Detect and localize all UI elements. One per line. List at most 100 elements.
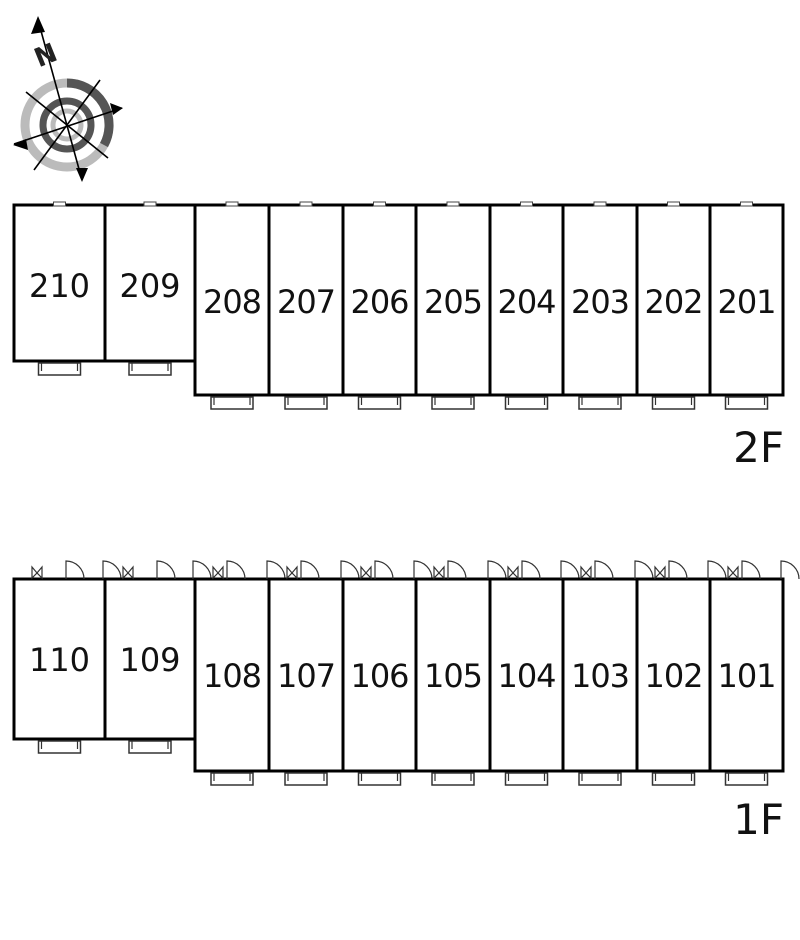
door-icon: [521, 560, 541, 580]
unit-109: 109: [103, 560, 212, 754]
room-number-206: 206: [350, 283, 408, 321]
unit-209: 209: [103, 201, 197, 376]
room-number-201: 201: [717, 283, 775, 321]
door-icon: [192, 560, 212, 580]
unit-107: 107: [267, 560, 360, 786]
window-marker: [299, 201, 313, 207]
balcony: [504, 772, 549, 786]
room-number-108: 108: [203, 657, 261, 695]
door-icon: [413, 560, 433, 580]
door-icon: [266, 560, 286, 580]
balcony: [431, 772, 475, 786]
window-marker: [667, 201, 680, 207]
unit-206: 206: [341, 201, 418, 410]
meter-icon: [727, 565, 739, 580]
unit-outline: [708, 577, 785, 773]
unit-204: 204: [488, 201, 565, 410]
meter-icon: [122, 565, 134, 580]
meter-icon: [580, 565, 592, 580]
meter-icon: [31, 565, 43, 580]
door-icon: [634, 560, 654, 580]
unit-outline: [103, 203, 197, 363]
unit-outline: [341, 577, 418, 773]
balcony: [357, 396, 402, 410]
balcony: [578, 396, 622, 410]
unit-203: 203: [561, 201, 639, 410]
room-number-102: 102: [644, 657, 702, 695]
door-icon: [560, 560, 580, 580]
unit-108: 108: [193, 560, 286, 786]
unit-202: 202: [635, 201, 712, 410]
room-number-210: 210: [29, 267, 90, 305]
room-number-106: 106: [350, 657, 408, 695]
room-number-203: 203: [571, 283, 629, 321]
balcony: [37, 362, 82, 376]
window-marker: [593, 201, 607, 207]
unit-outline: [12, 577, 107, 741]
window-marker: [740, 201, 753, 207]
room-number-109: 109: [119, 641, 180, 679]
unit-101: 101: [708, 560, 800, 786]
door-icon: [668, 560, 688, 580]
unit-outline: [193, 203, 271, 397]
room-number-205: 205: [424, 283, 482, 321]
room-number-207: 207: [277, 283, 335, 321]
room-number-110: 110: [29, 641, 90, 679]
room-number-208: 208: [203, 283, 261, 321]
door-icon: [741, 560, 761, 580]
balcony: [284, 772, 328, 786]
room-number-105: 105: [424, 657, 482, 695]
meter-icon: [286, 565, 298, 580]
balcony: [128, 740, 172, 754]
balcony: [357, 772, 402, 786]
unit-outline: [267, 203, 345, 397]
balcony: [431, 396, 475, 410]
balcony: [724, 772, 769, 786]
meter-icon: [212, 565, 224, 580]
unit-104: 104: [488, 560, 580, 786]
door-icon: [374, 560, 394, 580]
window-marker: [53, 201, 66, 207]
meter-icon: [654, 565, 666, 580]
door-icon: [65, 560, 85, 580]
balcony: [128, 362, 172, 376]
window-marker: [446, 201, 460, 207]
room-number-202: 202: [644, 283, 702, 321]
door-icon: [780, 560, 800, 580]
room-number-209: 209: [119, 267, 180, 305]
room-number-101: 101: [717, 657, 775, 695]
unit-outline: [561, 203, 639, 397]
unit-outline: [488, 577, 565, 773]
balcony: [210, 396, 254, 410]
north-arrow-compass-icon: N: [13, 16, 123, 182]
unit-102: 102: [635, 560, 727, 786]
balcony: [578, 772, 622, 786]
balcony: [724, 396, 769, 410]
meter-icon: [433, 565, 445, 580]
door-icon: [594, 560, 614, 580]
unit-outline: [193, 577, 271, 773]
unit-210: 210: [12, 201, 107, 376]
door-icon: [487, 560, 507, 580]
unit-106: 106: [341, 560, 433, 786]
unit-208: 208: [193, 201, 271, 410]
floor-label-1f: 1F: [733, 795, 784, 844]
unit-outline: [635, 577, 712, 773]
window-marker: [143, 201, 157, 207]
unit-201: 201: [708, 201, 785, 410]
balcony: [37, 740, 82, 754]
door-icon: [300, 560, 320, 580]
unit-110: 110: [12, 560, 122, 754]
meter-icon: [507, 565, 519, 580]
door-icon: [707, 560, 727, 580]
floor-label-2f: 2F: [733, 423, 784, 472]
window-marker: [225, 201, 239, 207]
balcony: [210, 772, 254, 786]
balcony: [651, 772, 696, 786]
door-icon: [226, 560, 246, 580]
